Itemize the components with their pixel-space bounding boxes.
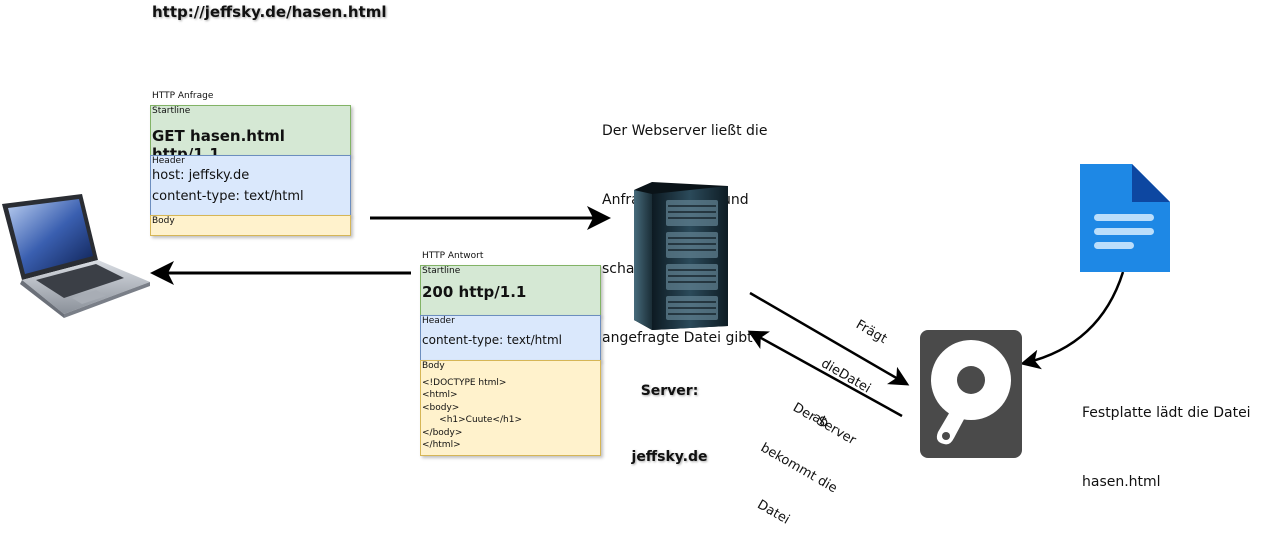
festplatte-arrow	[1020, 271, 1125, 370]
request-header-line: host: jeffsky.de	[152, 168, 250, 183]
bekommt-label-line: Datei	[754, 497, 793, 528]
response-body-box: Body <!DOCTYPE html> <html> <body> <h1>C…	[420, 360, 601, 456]
request-title: HTTP Anfrage	[152, 91, 214, 101]
response-body-line: <h1>Cuute</h1>	[422, 415, 522, 425]
arrows-layer	[150, 206, 1125, 418]
bekommt-label-line: Der Server	[790, 400, 859, 449]
server-label: Server: jeffsky.de	[612, 336, 727, 490]
page-url: http://jeffsky.de/hasen.html	[152, 3, 387, 21]
response-body-line: <body>	[422, 403, 460, 413]
webserver-description-line: Der Webserver ließt die	[602, 123, 768, 139]
response-body-line: </body>	[422, 428, 463, 438]
festplatte-description-line: Festplatte lädt die Datei	[1082, 405, 1251, 421]
response-startline: 200 http/1.1	[422, 283, 527, 301]
request-header-box: Header host: jeffsky.de content-type: te…	[150, 155, 351, 216]
server-label-line: Server:	[640, 383, 699, 399]
response-body-label: Body	[422, 361, 445, 371]
fragt-arrow	[749, 291, 910, 386]
response-body-line: </html>	[422, 440, 461, 450]
bekommt-label-line: bekommt die	[757, 440, 840, 497]
server-rack-icon	[634, 182, 728, 330]
webserver-description-line: angefragte Datei gibt	[602, 330, 753, 346]
request-startline-label: Startline	[152, 106, 191, 116]
request-header-line: content-type: text/html	[152, 189, 304, 204]
hard-disk-icon	[920, 330, 1022, 458]
request-startline-box: Startline GET hasen.html http/1.1	[150, 105, 351, 163]
festplatte-description: Festplatte lädt die Datei hasen.html	[1082, 356, 1251, 517]
festplatte-description-line: hasen.html	[1082, 474, 1161, 490]
server-label-line: jeffsky.de	[631, 449, 708, 465]
response-header-label: Header	[422, 316, 455, 326]
document-icon	[1080, 164, 1170, 272]
fragt-label-line: Frägt	[853, 317, 890, 347]
response-startline-label: Startline	[422, 266, 461, 276]
response-header-box: Header content-type: text/html	[420, 315, 601, 361]
response-title: HTTP Antwort	[422, 251, 484, 261]
response-startline-box: Startline 200 http/1.1	[420, 265, 601, 316]
laptop-icon	[2, 194, 150, 318]
request-body-label: Body	[152, 216, 175, 226]
bekommt-arrow	[747, 330, 903, 418]
response-body-line: <!DOCTYPE html>	[422, 378, 507, 388]
response-header-line: content-type: text/html	[422, 333, 562, 347]
request-body-box: Body	[150, 215, 351, 236]
request-header-label: Header	[152, 156, 185, 166]
response-body-line: <html>	[422, 390, 458, 400]
